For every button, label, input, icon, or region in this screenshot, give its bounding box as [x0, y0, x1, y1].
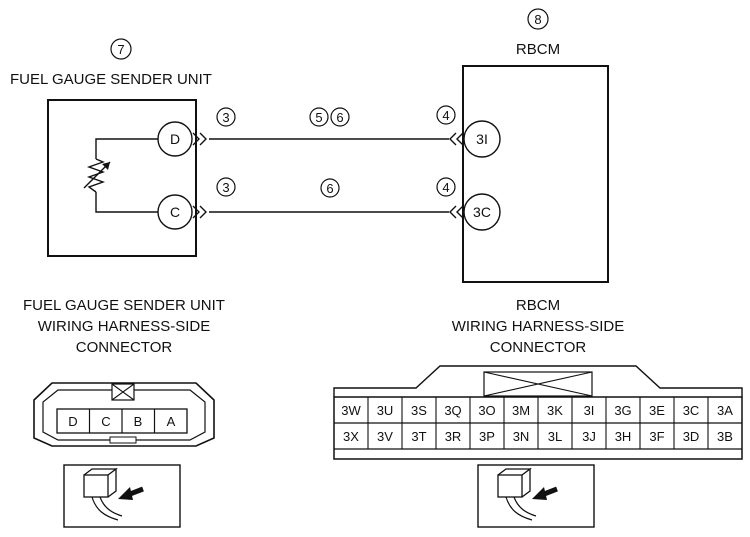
sender-unit-label: FUEL GAUGE SENDER UNIT [10, 71, 212, 88]
ref-circle-wire2-left [216, 177, 236, 197]
rbcm-connector-cell: 3B [717, 429, 733, 444]
rbcm-connector-cell: 3Q [444, 403, 461, 418]
connector-chevron-icon [449, 132, 464, 146]
rbcm-box [462, 65, 609, 283]
rbcm-connector-cell: 3A [717, 403, 733, 418]
rbcm-harness-title-line1: RBCM [516, 297, 560, 314]
connector-view-icon [63, 464, 181, 528]
sender-unit-box [47, 99, 197, 257]
ref-circle-wire2-right [436, 177, 456, 197]
ref-circle-rbcm [527, 8, 549, 30]
wire2-right-ref: 4 [442, 180, 449, 195]
rbcm-connector-cell: 3S [411, 403, 427, 418]
wire1-right-ref: 4 [442, 108, 449, 123]
sender-pin-d [157, 121, 193, 157]
connector-chevron-icon [192, 132, 207, 146]
rbcm-connector-cell: 3I [584, 403, 595, 418]
rbcm-connector-cell: 3M [512, 403, 530, 418]
rbcm-connector-cells: 3W 3U 3S 3Q 3O 3M 3K 3I 3G 3E 3C 3A 3X 3V 3T 3R 3P 3N 3L 3J… [341, 403, 733, 444]
sender-ref-number: 7 [117, 42, 124, 57]
variable-resistor-icon [86, 158, 106, 193]
wire2-mid-ref: 6 [326, 181, 333, 196]
rbcm-pin-3c [463, 193, 501, 231]
rbcm-pin-3i [463, 120, 501, 158]
rbcm-connector-cell: 3X [343, 429, 359, 444]
rbcm-connector-cell: 3J [582, 429, 596, 444]
sender-internal-wiring [95, 138, 158, 213]
wire1-left-ref: 3 [222, 110, 229, 125]
rbcm-connector-cell: 3P [479, 429, 495, 444]
wire1-mid-ref-b: 6 [336, 110, 343, 125]
rbcm-connector-cell: 3K [547, 403, 563, 418]
rbcm-label: RBCM [516, 41, 560, 58]
rbcm-connector-cell: 3V [377, 429, 393, 444]
rbcm-connector-cell: 3T [411, 429, 426, 444]
ref-circle-wire2-mid [320, 178, 340, 198]
rbcm-harness-title-line3: CONNECTOR [490, 339, 587, 356]
rbcm-connector-cell: 3H [615, 429, 632, 444]
sender-harness-title-line1: FUEL GAUGE SENDER UNIT [23, 297, 225, 314]
sender-pin-c [157, 194, 193, 230]
connector-chevron-icon [192, 205, 207, 219]
ref-circle-wire1-mid-a [309, 107, 329, 127]
sender-connector-cell: C [101, 414, 110, 429]
sender-harness-title-line2: WIRING HARNESS-SIDE [38, 318, 211, 335]
sender-connector-face [33, 382, 215, 447]
wire1-mid-ref-a: 5 [315, 110, 322, 125]
ref-circle-wire1-mid-b [330, 107, 350, 127]
rbcm-connector-cell: 3R [445, 429, 462, 444]
sender-connector-cell: A [167, 414, 176, 429]
rbcm-connector-grid [367, 397, 709, 449]
rbcm-connector-cell: 3L [548, 429, 562, 444]
rbcm-connector-cell: 3G [614, 403, 631, 418]
sender-harness-title-line3: CONNECTOR [76, 339, 173, 356]
wire2-left-ref: 3 [222, 180, 229, 195]
ref-circle-wire1-left [216, 107, 236, 127]
sender-connector-cell: D [68, 414, 77, 429]
rbcm-connector-cell: 3F [649, 429, 664, 444]
rbcm-connector-cell: 3U [377, 403, 394, 418]
rbcm-connector-cell: 3E [649, 403, 665, 418]
sender-pin-c-label: C [170, 204, 180, 220]
rbcm-harness-title-line2: WIRING HARNESS-SIDE [452, 318, 625, 335]
resistor-arrowhead-icon [102, 162, 110, 170]
connector-chevron-icon [449, 205, 464, 219]
sender-connector-cell: B [134, 414, 143, 429]
rbcm-pin-3i-label: 3I [476, 131, 488, 147]
rbcm-connector-cell: 3D [683, 429, 700, 444]
ref-circle-sender [110, 38, 132, 60]
rbcm-pin-3c-label: 3C [473, 204, 491, 220]
rbcm-ref-number: 8 [534, 12, 541, 27]
rbcm-connector-cell: 3N [513, 429, 530, 444]
ref-circle-wire1-right [436, 105, 456, 125]
connector-view-icon [477, 464, 595, 528]
rbcm-connector-cell: 3C [683, 403, 700, 418]
sender-pin-d-label: D [170, 131, 180, 147]
rbcm-connector-cell: 3O [478, 403, 495, 418]
rbcm-connector-cell: 3W [341, 403, 361, 418]
